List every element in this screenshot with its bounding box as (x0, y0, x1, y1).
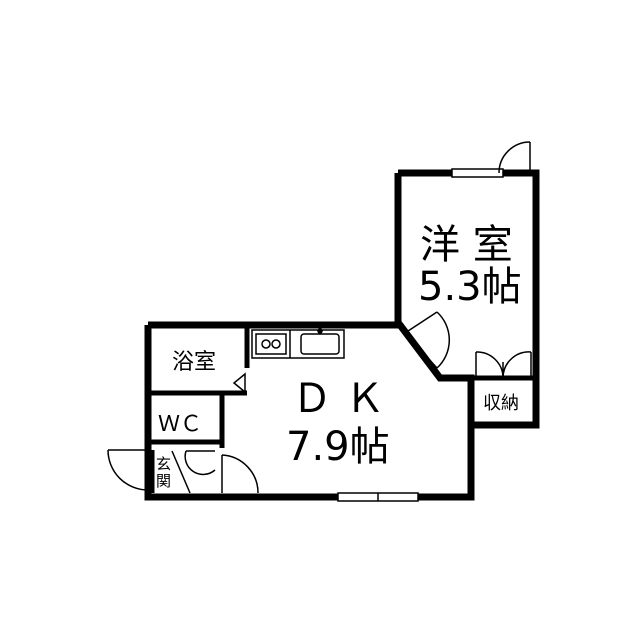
western-room-size: 5.3帖 (418, 264, 522, 310)
entrance-label-top: 玄 (156, 455, 171, 473)
storage-doors (475, 351, 532, 379)
dk-name: Ｄ Ｋ (292, 376, 385, 422)
wc-label: ＷＣ (158, 412, 202, 437)
dk-size: 7.9帖 (286, 424, 390, 470)
entrance-label-bottom: 関 (156, 472, 171, 490)
inner-walls (148, 325, 536, 493)
balcony-door (498, 141, 531, 174)
western-room-name: 洋 室 (420, 222, 513, 268)
western-door (404, 311, 450, 369)
top-window (451, 168, 504, 178)
bath-door (232, 372, 246, 394)
entrance-door (107, 449, 259, 494)
kitchen-counter (251, 328, 345, 359)
bottom-window (337, 492, 419, 502)
bath-label: 浴室 (172, 350, 216, 375)
storage-label: 収納 (483, 393, 519, 414)
